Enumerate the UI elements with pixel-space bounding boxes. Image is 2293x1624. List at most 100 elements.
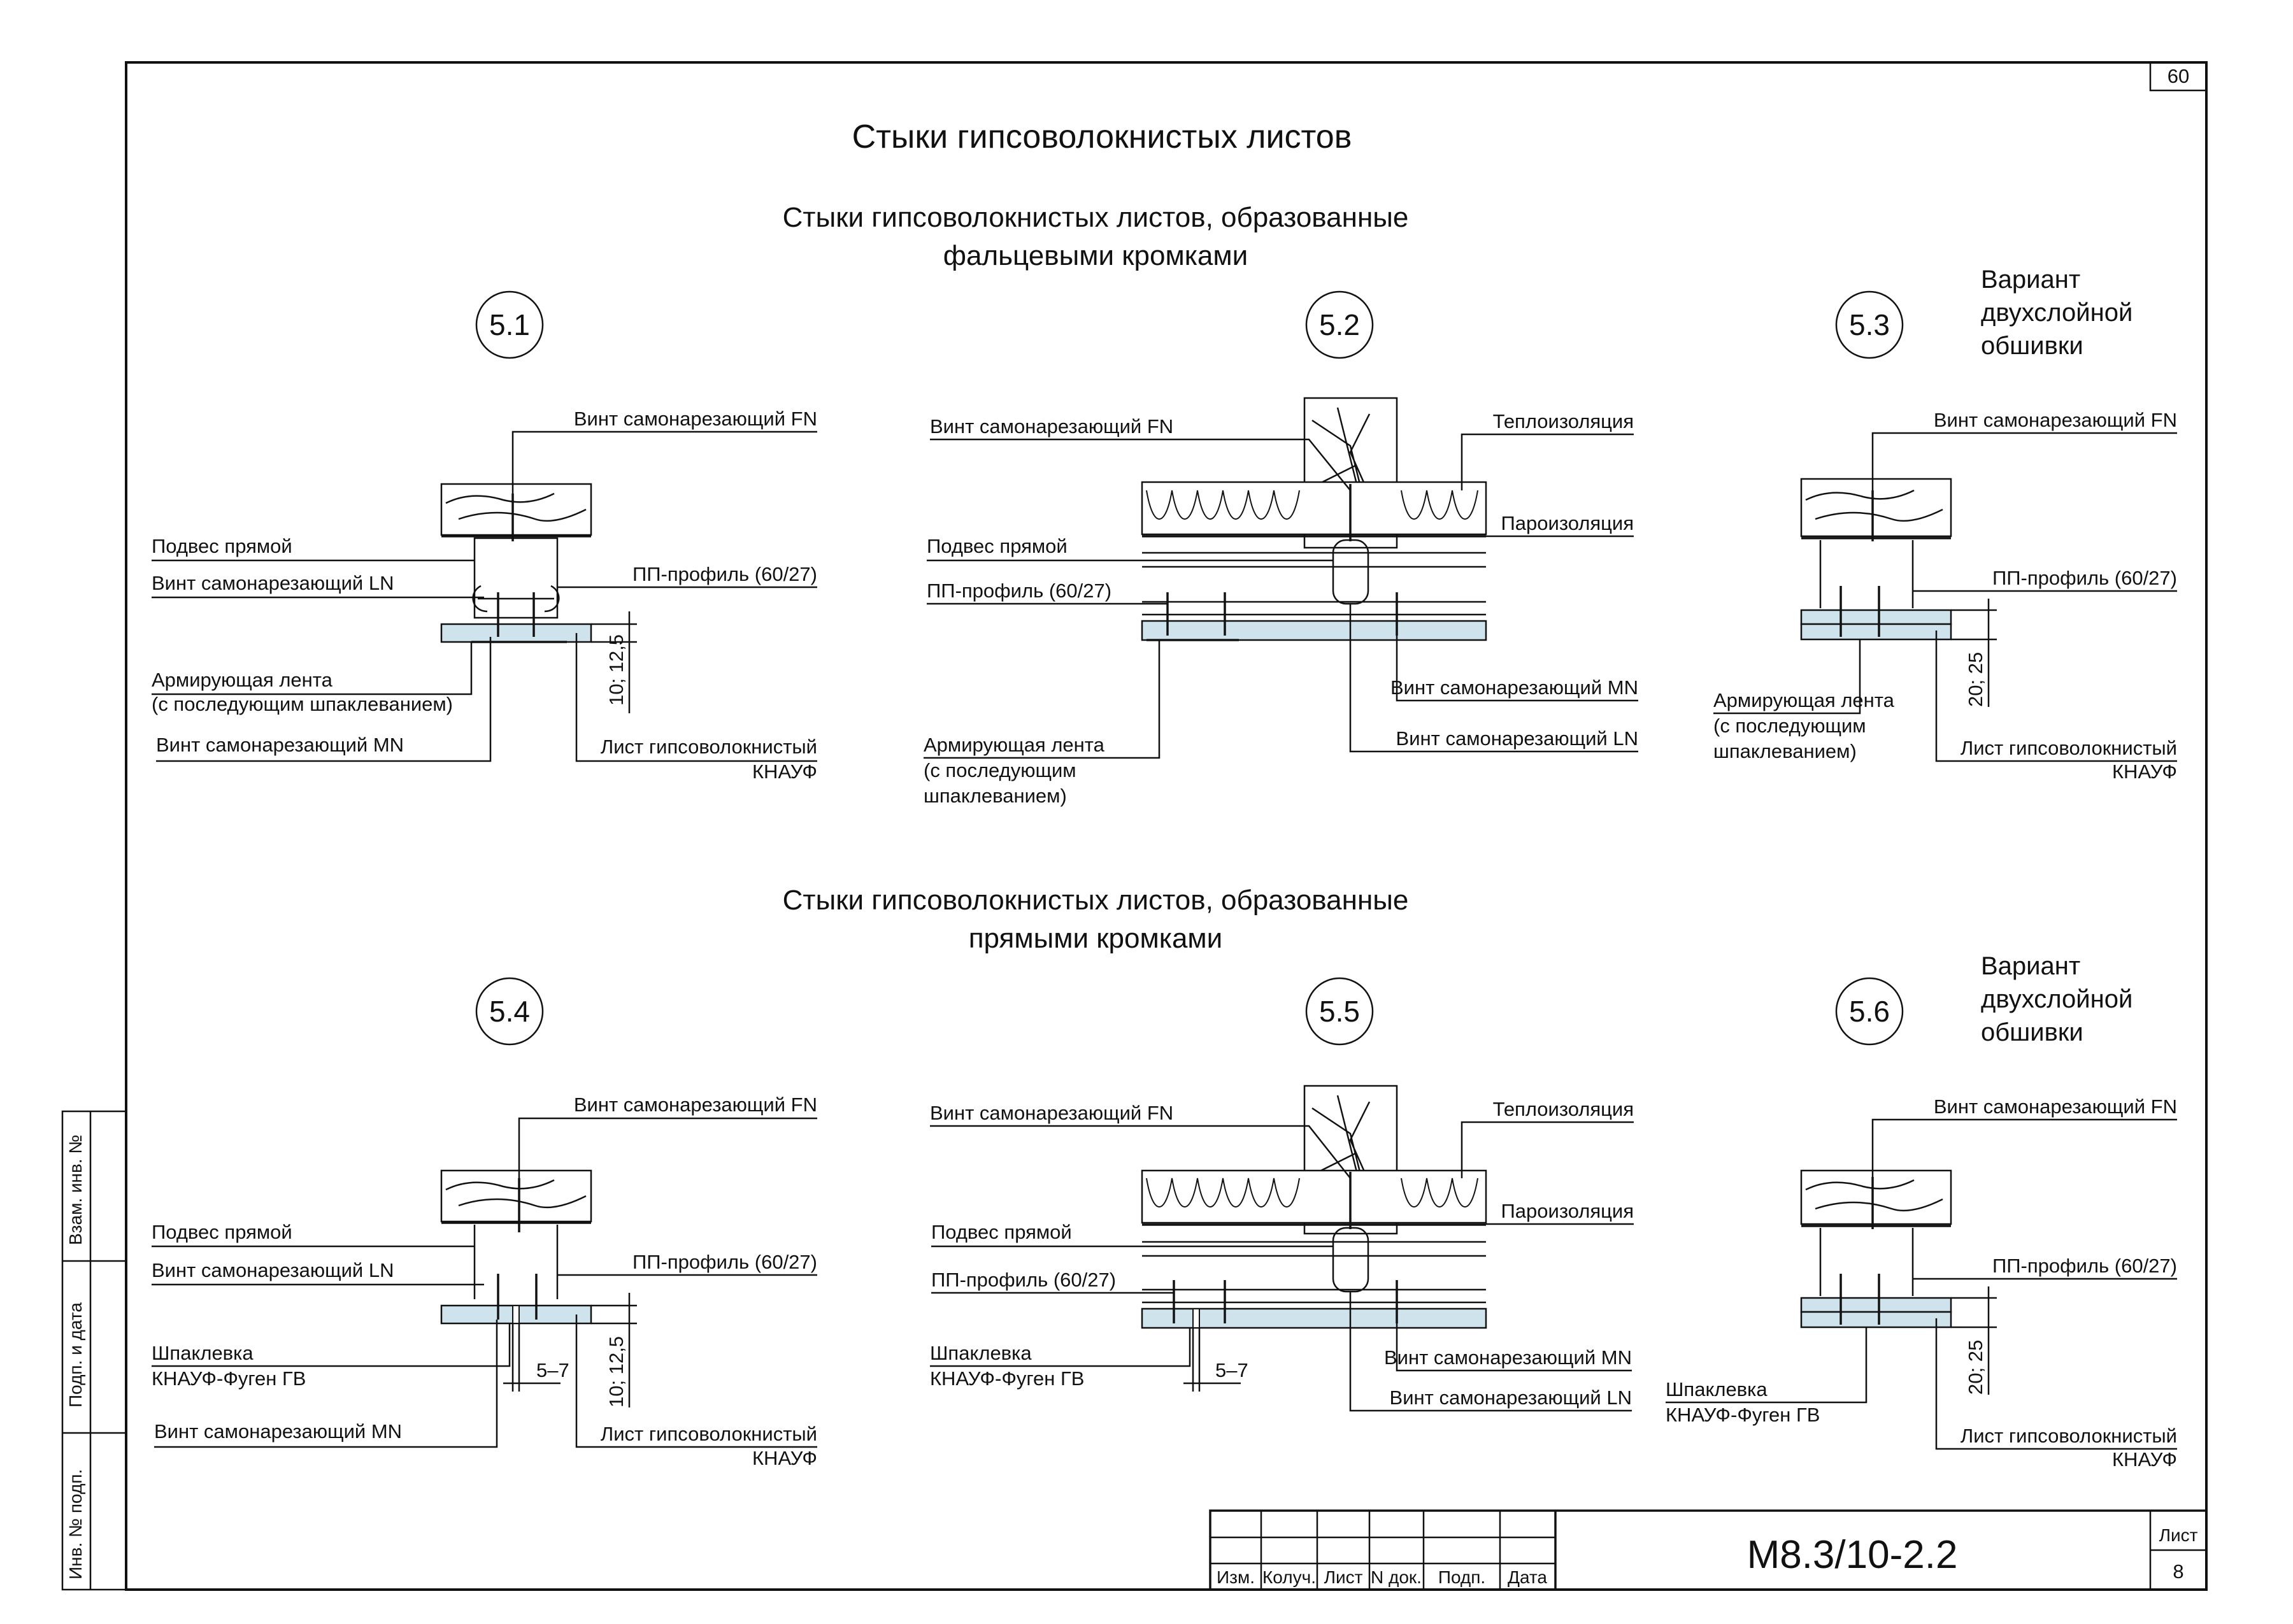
d54-fn-label: Винт самонарезающий FN xyxy=(574,1093,817,1116)
tb-data: Дата xyxy=(1508,1567,1547,1587)
d51-sheet2-label: КНАУФ xyxy=(752,760,817,783)
d52-tape2-label: (с последующим xyxy=(924,759,1076,781)
d52-mn-label: Винт самонарезающий MN xyxy=(1390,676,1638,699)
d51-tape2-label: (с последующим шпаклеванием) xyxy=(152,693,453,715)
d55-mn-label: Винт самонарезающий MN xyxy=(1384,1346,1632,1369)
detail-5-3-drawing xyxy=(1800,478,1952,641)
side-stamp-2: Подп. и дата xyxy=(66,1302,85,1407)
d55-putty2-label: КНАУФ-Фуген ГВ xyxy=(930,1367,1084,1390)
title-block xyxy=(1209,1509,2208,1591)
drawing-frame xyxy=(61,61,2208,1591)
section1-line1: Стыки гипсоволокнистых листов, образован… xyxy=(783,202,1409,233)
variant-bottom-line2: двухслойной xyxy=(1981,985,2132,1013)
tb-podp: Подп. xyxy=(1438,1567,1485,1587)
d51-mn-label: Винт самонарезающий MN xyxy=(156,734,404,756)
svg-text:5.3: 5.3 xyxy=(1849,308,1890,341)
d53-tape3-label: шпаклеванием) xyxy=(1713,740,1857,762)
d56-dim-label: 20; 25 xyxy=(1964,1340,1987,1395)
d56-sheet1-label: Лист гипсоволокнистый xyxy=(1961,1425,2177,1447)
d52-pp-label: ПП-профиль (60/27) xyxy=(927,580,1111,602)
d55-vapor-label: Пароизоляция xyxy=(1501,1200,1634,1222)
d54-putty1-label: Шпаклевка xyxy=(152,1342,254,1364)
d54-ln-label: Винт самонарезающий LN xyxy=(152,1259,394,1281)
d52-thermo-label: Теплоизоляция xyxy=(1493,410,1634,432)
d54-mn-label: Винт самонарезающий MN xyxy=(154,1420,402,1442)
variant-top-line1: Вариант xyxy=(1981,266,2080,294)
d53-sheet2-label: КНАУФ xyxy=(2112,760,2177,783)
detail-marker-5-2: 5.2 xyxy=(1305,290,1374,359)
d56-pp-label: ПП-профиль (60/27) xyxy=(1992,1255,2177,1277)
tb-list: Лист xyxy=(1324,1567,1363,1587)
d54-hanger-label: Подвес прямой xyxy=(152,1221,292,1243)
d52-ln-label: Винт самонарезающий LN xyxy=(1396,727,1638,750)
svg-text:5.6: 5.6 xyxy=(1849,995,1890,1028)
d56-putty1-label: Шпаклевка xyxy=(1666,1378,1768,1400)
detail-5-1-drawing xyxy=(440,483,592,643)
variant-bottom-line1: Вариант xyxy=(1981,952,2080,980)
section1-line2: фальцевыми кромками xyxy=(943,240,1248,271)
d52-fn-label: Винт самонарезающий FN xyxy=(930,415,1173,438)
d55-fn-label: Винт самонарезающий FN xyxy=(930,1102,1173,1124)
d53-dimension xyxy=(1951,599,1997,707)
section2-line1: Стыки гипсоволокнистых листов, образован… xyxy=(783,885,1409,916)
svg-text:5.5: 5.5 xyxy=(1319,995,1360,1028)
tb-sheet-no: 8 xyxy=(2173,1560,2183,1583)
d54-gap-dimension xyxy=(503,1323,561,1392)
d52-vapor-label: Пароизоляция xyxy=(1501,512,1634,534)
variant-top-line3: обшивки xyxy=(1981,332,2083,360)
d52-tape3-label: шпаклеванием) xyxy=(924,785,1067,807)
d51-sheet1-label: Лист гипсоволокнистый xyxy=(601,736,817,758)
d52-tape1-label: Армирующая лента xyxy=(924,734,1105,756)
tb-koluch: Колуч. xyxy=(1262,1567,1316,1587)
detail-5-2-drawing xyxy=(1141,397,1487,641)
d52-hanger-label: Подвес прямой xyxy=(927,535,1068,557)
d55-gap-dimension xyxy=(1183,1328,1241,1392)
d55-gap-label: 5–7 xyxy=(1215,1359,1248,1381)
d51-tape1-label: Армирующая лента xyxy=(152,669,333,691)
d55-hanger-label: Подвес прямой xyxy=(931,1221,1072,1243)
side-stamp-1: Взам. инв. № xyxy=(66,1135,85,1245)
d53-tape2-label: (с последующим xyxy=(1713,715,1866,737)
detail-5-6-drawing xyxy=(1800,1169,1952,1328)
detail-5-5-drawing xyxy=(1141,1085,1487,1329)
d53-tape1-label: Армирующая лента xyxy=(1713,689,1895,711)
d54-putty2-label: КНАУФ-Фуген ГВ xyxy=(152,1367,306,1390)
d55-pp-label: ПП-профиль (60/27) xyxy=(931,1269,1116,1291)
detail-marker-5-3: 5.3 xyxy=(1835,290,1904,359)
detail-marker-5-6: 5.6 xyxy=(1835,977,1904,1046)
detail-marker-5-4: 5.4 xyxy=(475,977,544,1046)
tb-ndok: N док. xyxy=(1371,1567,1422,1587)
svg-text:5.2: 5.2 xyxy=(1319,308,1360,341)
d56-dimension xyxy=(1951,1286,1997,1395)
d51-dimension xyxy=(591,611,637,713)
detail-marker-5-5: 5.5 xyxy=(1305,977,1374,1046)
d56-putty2-label: КНАУФ-Фуген ГВ xyxy=(1666,1404,1820,1426)
tb-code: М8.3/10-2.2 xyxy=(1747,1533,1958,1577)
d55-thermo-label: Теплоизоляция xyxy=(1493,1098,1634,1120)
d51-hanger-label: Подвес прямой xyxy=(152,535,292,557)
svg-text:5.4: 5.4 xyxy=(489,995,530,1028)
d51-pp-label: ПП-профиль (60/27) xyxy=(632,563,817,585)
d54-sheet2-label: КНАУФ xyxy=(752,1447,817,1469)
d53-dim-label: 20; 25 xyxy=(1964,652,1987,707)
detail-marker-5-1: 5.1 xyxy=(475,290,544,359)
tb-sheet-label: Лист xyxy=(2159,1525,2198,1545)
variant-top-line2: двухслойной xyxy=(1981,299,2132,327)
d55-putty1-label: Шпаклевка xyxy=(930,1342,1032,1364)
page-number: 60 xyxy=(2168,65,2189,87)
d51-ln-label: Винт самонарезающий LN xyxy=(152,572,394,594)
side-stamp-3: Инв. № подп. xyxy=(66,1469,85,1579)
variant-bottom-line3: обшивки xyxy=(1981,1018,2083,1046)
d55-ln-label: Винт самонарезающий LN xyxy=(1390,1386,1632,1409)
svg-text:5.1: 5.1 xyxy=(489,308,530,341)
d54-gap-label: 5–7 xyxy=(536,1359,569,1381)
d51-dim-label: 10; 12,5 xyxy=(605,634,627,706)
d56-sheet2-label: КНАУФ xyxy=(2112,1448,2177,1471)
d54-sheet1-label: Лист гипсоволокнистый xyxy=(601,1423,817,1445)
page-title: Стыки гипсоволокнистых листов xyxy=(852,118,1352,155)
d56-fn-label: Винт самонарезающий FN xyxy=(1934,1095,2177,1118)
section2-line2: прямыми кромками xyxy=(969,923,1223,954)
tb-izm: Изм. xyxy=(1217,1567,1255,1587)
d51-fn-label: Винт самонарезающий FN xyxy=(574,408,817,430)
